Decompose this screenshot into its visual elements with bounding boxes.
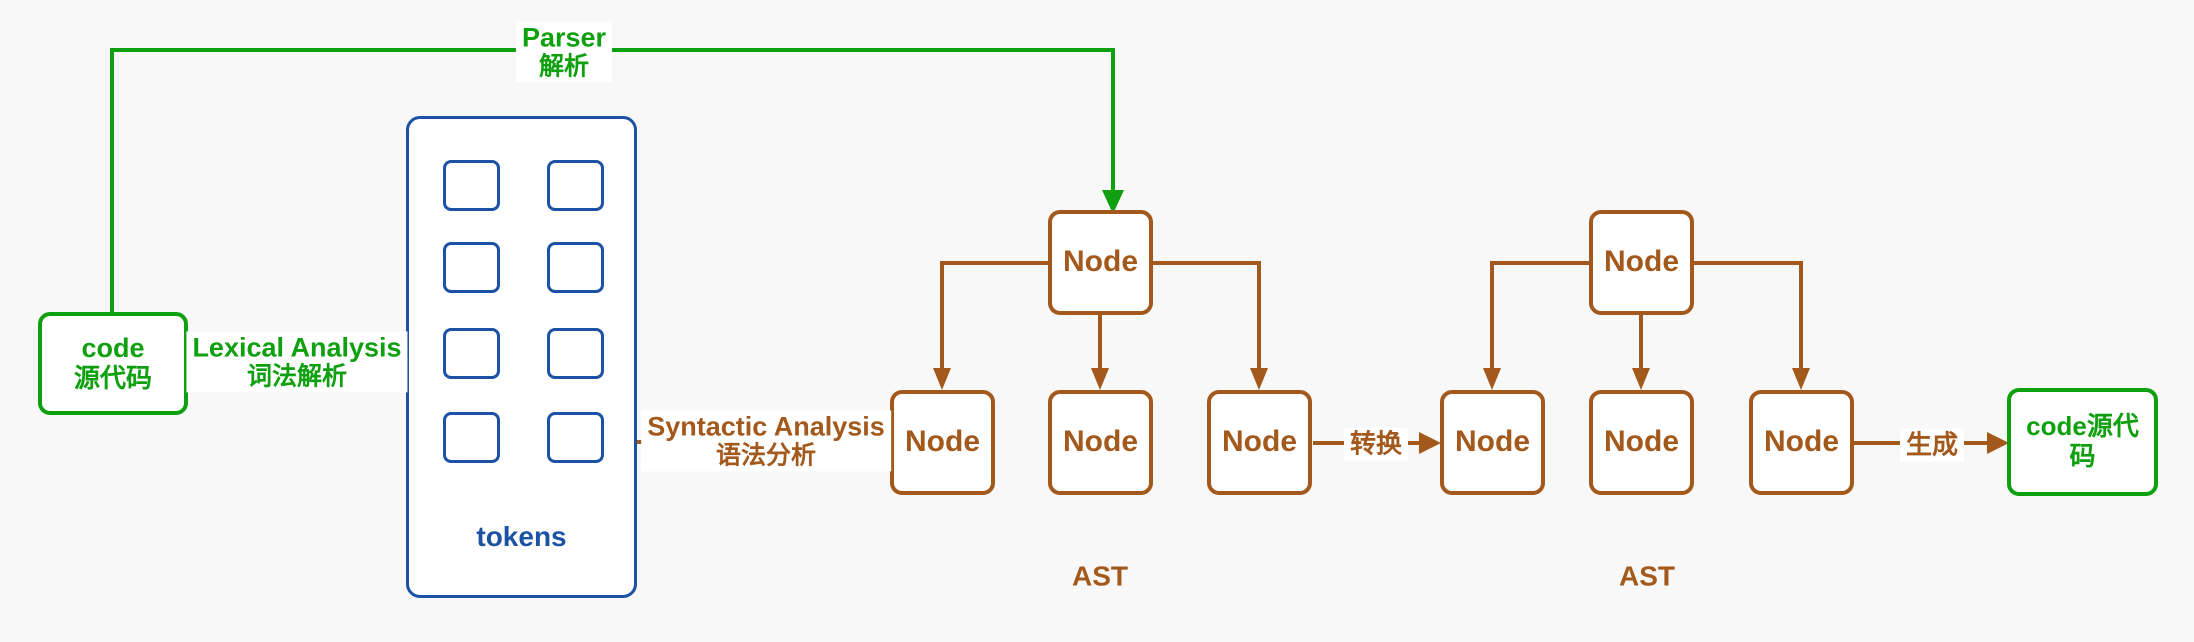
left-ast-edge-child1 [940, 261, 1048, 369]
right-ast-caption: AST [1619, 560, 1675, 592]
token-square [443, 160, 500, 211]
node-label: Node [1764, 425, 1839, 459]
parser-label-en: Parser [521, 22, 607, 53]
right-ast-child3-node: Node [1749, 390, 1854, 495]
output-code-box: code源代 码 [2007, 388, 2158, 496]
lexical-analysis-label-en: Lexical Analysis [192, 332, 402, 363]
token-square [547, 412, 604, 463]
transform-edge-label: 转换 [1343, 427, 1409, 461]
node-label: Node [1604, 425, 1679, 459]
token-square [547, 242, 604, 293]
right-ast-child2-node: Node [1589, 390, 1694, 495]
right-ast-arrowhead-child1-icon [1483, 368, 1501, 390]
node-label: Node [1604, 245, 1679, 279]
token-square [547, 160, 604, 211]
right-ast-arrowhead-child3-icon [1792, 368, 1810, 390]
syntactic-analysis-label-zh: 语法分析 [715, 441, 817, 470]
left-ast-arrowhead-child1-icon [933, 368, 951, 390]
left-ast-root-node: Node [1048, 210, 1153, 315]
right-ast-edge-child3 [1694, 261, 1803, 369]
left-ast-caption: AST [1072, 560, 1128, 592]
node-label: Node [905, 425, 980, 459]
source-code-label-zh: 源代码 [73, 363, 152, 394]
node-label: Node [1063, 245, 1138, 279]
syntactic-analysis-edge-label: Syntactic Analysis 语法分析 [641, 410, 891, 472]
token-square [443, 328, 500, 379]
tokens-label: tokens [476, 520, 567, 552]
output-code-label-line2: 码 [2069, 441, 2096, 471]
source-code-label-en: code [81, 333, 145, 364]
generate-arrowhead-icon [1987, 432, 2009, 454]
right-ast-arrowhead-child2-icon [1632, 368, 1650, 390]
generate-edge-label: 生成 [1899, 428, 1965, 462]
tokens-box: tokens [406, 116, 637, 598]
left-ast-child1-node: Node [890, 390, 995, 495]
left-ast-child2-node: Node [1048, 390, 1153, 495]
right-ast-edge-child1 [1490, 261, 1589, 369]
token-square [443, 412, 500, 463]
left-ast-edge-child3 [1153, 261, 1261, 369]
right-ast-root-node: Node [1589, 210, 1694, 315]
token-square [443, 242, 500, 293]
left-ast-child3-node: Node [1207, 390, 1312, 495]
parser-label-zh: 解析 [538, 52, 590, 81]
lexical-analysis-edge-label: Lexical Analysis 词法解析 [186, 331, 408, 393]
node-label: Node [1063, 425, 1138, 459]
syntactic-analysis-label-en: Syntactic Analysis [647, 411, 885, 442]
parser-edge-label: Parser 解析 [515, 21, 613, 83]
left-ast-arrowhead-child2-icon [1091, 368, 1109, 390]
right-ast-child1-node: Node [1440, 390, 1545, 495]
lexical-analysis-label-zh: 词法解析 [246, 362, 347, 391]
output-code-label-line1: code源代 [2026, 411, 2139, 442]
left-ast-arrowhead-child3-icon [1250, 368, 1268, 390]
parser-arrowhead-icon [1102, 190, 1124, 214]
source-code-box: code 源代码 [38, 312, 188, 415]
token-square [547, 328, 604, 379]
parser-edge [110, 48, 1115, 312]
node-label: Node [1455, 425, 1530, 459]
transform-arrowhead-icon [1419, 432, 1441, 454]
node-label: Node [1222, 425, 1297, 459]
